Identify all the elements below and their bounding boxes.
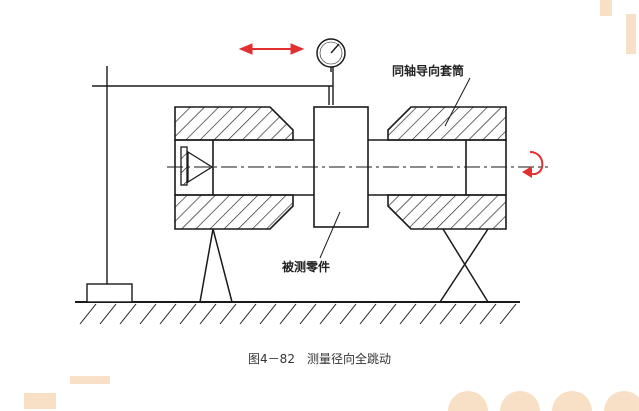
double-arrow-icon — [238, 43, 305, 55]
indicator-stand — [86, 66, 334, 303]
center-point — [180, 146, 214, 186]
leader-part — [319, 211, 341, 259]
ground — [75, 301, 520, 325]
part-under-test-label: 被测零件 — [282, 260, 331, 274]
coaxial-sleeve-label: 同轴导向套筒 — [392, 64, 465, 78]
watermark — [24, 0, 639, 411]
figure-caption: 图4－82 测量径向全跳动 — [248, 352, 391, 366]
dial-indicator-icon — [316, 38, 346, 72]
left-support — [199, 228, 233, 303]
right-support — [439, 228, 489, 303]
leader-sleeve — [444, 77, 471, 127]
coaxial-sleeve — [387, 106, 507, 230]
rotation-arrow-icon — [522, 151, 544, 178]
